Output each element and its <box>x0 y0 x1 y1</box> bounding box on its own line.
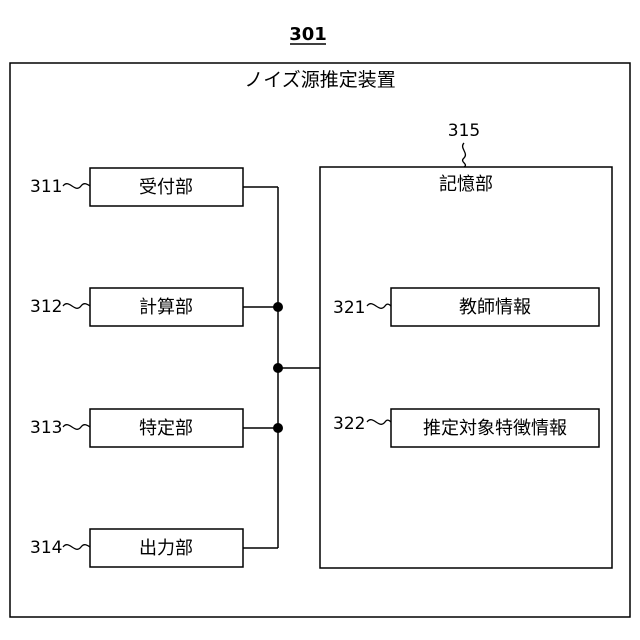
unit-ref-leader <box>63 184 90 189</box>
device-title: ノイズ源推定装置 <box>244 69 395 91</box>
unit-ref: 312 <box>30 297 62 317</box>
unit-ref-leader <box>63 425 90 430</box>
info-label: 推定対象特徴情報 <box>423 418 567 439</box>
junction-dot <box>273 302 283 312</box>
unit-311: 311 受付部 <box>30 168 243 206</box>
unit-313: 313 特定部 <box>30 409 243 447</box>
info-item-322: 322 推定対象特徴情報 <box>333 409 599 447</box>
junction-dot <box>273 423 283 433</box>
unit-label: 計算部 <box>139 297 193 318</box>
info-ref: 321 <box>333 298 365 318</box>
storage-box <box>320 167 612 568</box>
unit-label: 特定部 <box>139 418 193 439</box>
junction-dot <box>273 363 283 373</box>
figure-number: 301 <box>289 24 327 45</box>
info-label: 教師情報 <box>459 297 531 318</box>
storage-ref: 315 <box>448 121 480 141</box>
unit-ref: 313 <box>30 418 62 438</box>
unit-ref-leader <box>63 304 90 309</box>
unit-ref: 311 <box>30 177 62 197</box>
unit-312: 312 計算部 <box>30 288 243 326</box>
unit-label: 受付部 <box>139 177 193 198</box>
info-ref-leader <box>367 420 391 425</box>
unit-label: 出力部 <box>139 538 193 559</box>
info-ref: 322 <box>333 414 365 434</box>
info-item-321: 321 教師情報 <box>333 288 599 326</box>
unit-ref: 314 <box>30 538 62 558</box>
storage-ref-leader <box>463 143 466 167</box>
info-ref-leader <box>367 304 391 309</box>
unit-ref-leader <box>63 545 90 550</box>
unit-314: 314 出力部 <box>30 529 243 567</box>
storage-label: 記憶部 <box>439 174 493 195</box>
